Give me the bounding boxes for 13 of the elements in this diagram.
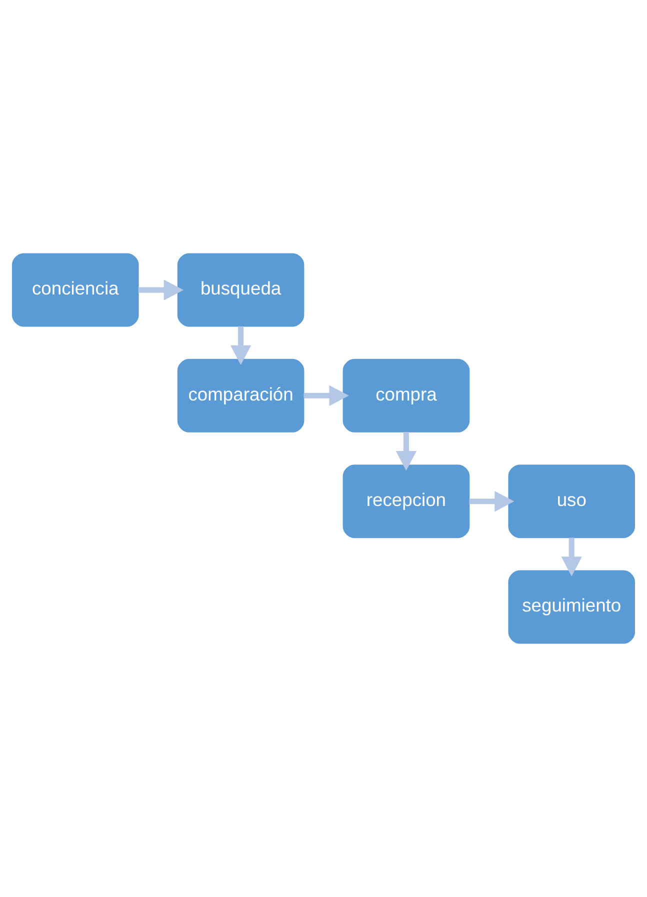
node-box: comparación: [177, 358, 304, 432]
arrow: [230, 326, 252, 366]
node-box: compra: [342, 358, 470, 432]
node-box: busqueda: [177, 253, 304, 327]
node-box: seguimiento: [508, 570, 636, 644]
arrow: [396, 432, 417, 471]
arrow: [561, 538, 582, 576]
node-box: conciencia: [12, 253, 139, 327]
arrow: [304, 385, 349, 406]
arrow: [469, 490, 514, 512]
node-box: uso: [508, 464, 636, 538]
arrow: [138, 280, 184, 300]
node-box: recepcion: [342, 464, 470, 538]
